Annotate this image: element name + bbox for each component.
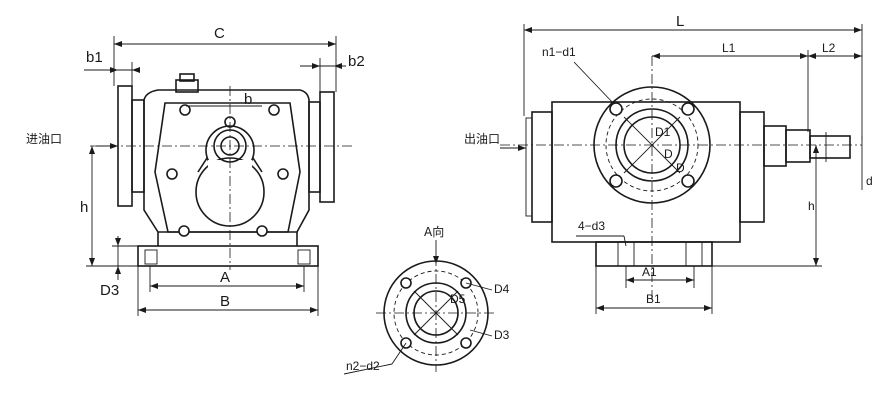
dim-A-left-label: A xyxy=(220,269,230,286)
top-plug-head xyxy=(179,73,195,82)
dim-B-left-label: B xyxy=(220,293,230,310)
dim-B1-label: B1 xyxy=(646,292,661,306)
shaft-coupling xyxy=(785,129,811,163)
dim-b1-label: b1 xyxy=(86,49,103,66)
dim-h-left-label: h xyxy=(80,199,88,216)
dim-d-right-label: d xyxy=(866,174,873,188)
dim-D5-label: D5 xyxy=(450,292,466,306)
bolt xyxy=(277,168,289,180)
bolt xyxy=(179,104,191,116)
inlet-label: 进油口 xyxy=(26,132,62,146)
outlet-label: 出油口 xyxy=(464,132,500,146)
view-A-label: A向 xyxy=(424,224,444,239)
dim-D-right-label: D xyxy=(676,161,685,175)
bolt xyxy=(268,104,280,116)
top-plug xyxy=(175,79,199,93)
dim-n1d1-label: n1−d1 xyxy=(542,45,576,59)
bearing-block xyxy=(739,111,765,223)
rear-cover xyxy=(531,111,553,223)
bolt xyxy=(178,225,190,237)
pump-casing xyxy=(143,89,310,233)
flange-view-A: A向 D4 D5 D3 n2−d2 xyxy=(343,224,510,375)
cover-plate xyxy=(154,102,301,233)
dim-n2d2-label: n2−d2 xyxy=(346,359,380,373)
side-flange-hole xyxy=(609,174,623,188)
flange-hole xyxy=(460,337,472,349)
side-flange-hole xyxy=(609,102,623,116)
dim-L2-label: L2 xyxy=(822,41,836,55)
dim-L-label: L xyxy=(676,13,684,30)
side-foot xyxy=(595,241,713,267)
dim-D1-label: D1 xyxy=(655,125,671,139)
dim-L1-label: L1 xyxy=(722,41,736,55)
drive-shaft xyxy=(809,135,851,159)
front-view: C b1 b2 b 进油口 h D3 xyxy=(26,25,365,316)
seal-housing xyxy=(763,125,787,167)
dim-4d3-label: 4−d3 xyxy=(578,219,605,233)
dim-D4-label: D4 xyxy=(494,282,510,296)
dim-b2-label: b2 xyxy=(348,53,365,70)
dim-A1-label: A1 xyxy=(642,265,657,279)
dim-C-label: C xyxy=(214,25,225,42)
dim-D3-view-label: D3 xyxy=(494,328,510,342)
side-view: L L1 L2 n1−d1 D1 D D 出油口 h d 4−d3 xyxy=(464,13,873,314)
dim-h-right-label: h xyxy=(808,199,815,213)
bolt xyxy=(166,168,178,180)
side-flange-hole xyxy=(681,174,695,188)
bolt xyxy=(256,225,268,237)
flange-hole xyxy=(400,277,412,289)
right-flange xyxy=(319,91,335,203)
side-flange-hole xyxy=(681,102,695,116)
base-foot xyxy=(137,245,319,267)
dim-D3-left-label: D3 xyxy=(100,282,119,299)
dim-D2-label: D xyxy=(664,147,673,161)
right-flange-neck xyxy=(308,101,321,193)
dim-b-label: b xyxy=(244,91,252,108)
